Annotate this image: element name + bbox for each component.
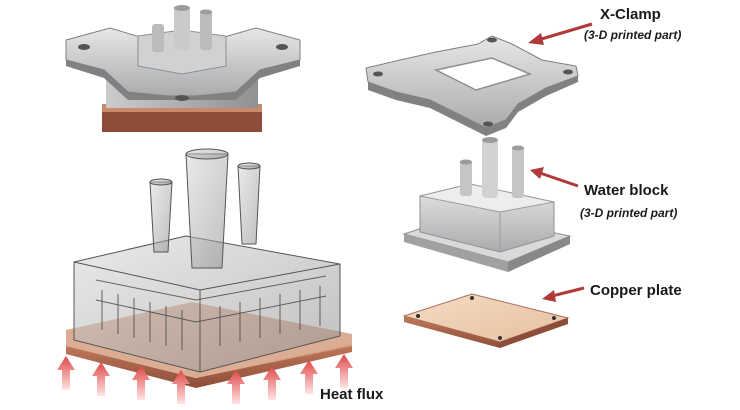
heat-flux-arrows [57,354,353,404]
arrow-up-icon [227,370,245,404]
assembled-water-block [65,5,301,132]
arrow-up-icon [57,356,75,390]
arrow-pointer-icon [542,286,585,302]
label-water-block: Water block [584,182,669,199]
transparent-water-block [66,148,352,388]
x-clamp-part [365,35,579,136]
arrow-pointer-icon [528,22,593,45]
label-water-block-sub: (3-D printed part) [580,206,678,220]
copper-plate-part [402,293,570,348]
label-copper-plate: Copper plate [590,282,682,299]
arrow-up-icon [132,366,150,400]
label-x-clamp-sub: (3-D printed part) [584,28,682,42]
arrow-pointer-icon [530,167,579,188]
label-heat-flux: Heat flux [320,386,384,403]
arrow-up-icon [172,370,190,404]
arrow-up-icon [300,360,318,394]
water-block-part [402,137,572,272]
arrow-up-icon [263,366,281,400]
label-x-clamp: X-Clamp [600,6,661,23]
arrow-up-icon [92,362,110,396]
arrow-up-icon [335,354,353,388]
